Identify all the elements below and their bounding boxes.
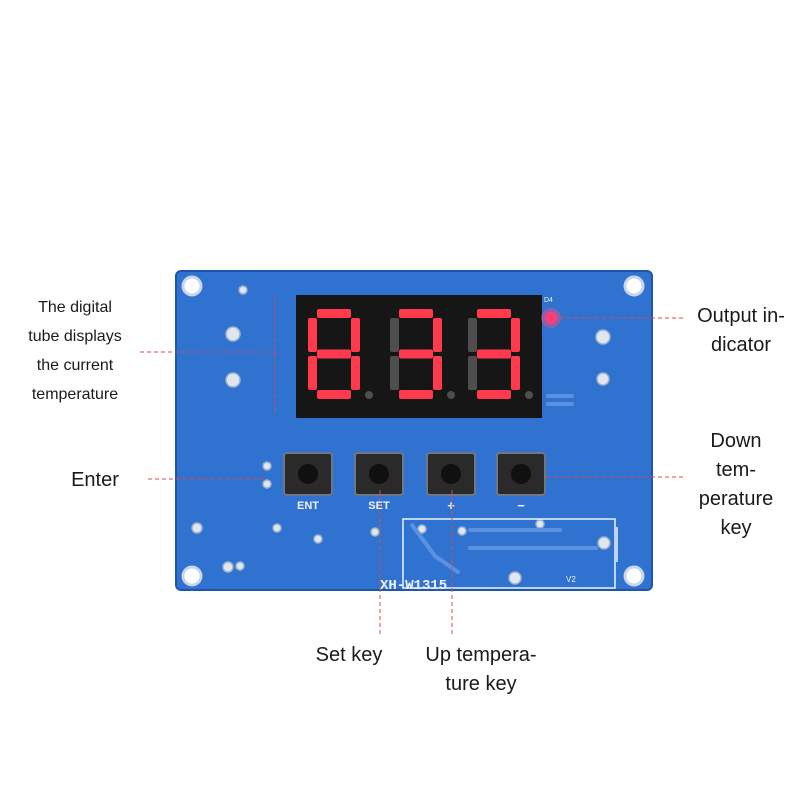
pcb-traces	[410, 394, 598, 574]
callout-enter: Enter	[71, 469, 119, 491]
segment-e	[390, 356, 399, 390]
segment-a	[477, 309, 511, 318]
mounting-holes	[181, 275, 645, 587]
mounting-hole	[623, 275, 645, 297]
pcb-trace	[410, 523, 460, 574]
segment-b	[433, 318, 442, 352]
ent-button-silk: ENT	[297, 500, 319, 512]
pcb-board: D4 ENT SET + −	[175, 270, 653, 594]
segment-c	[351, 356, 360, 390]
mounting-hole	[181, 565, 203, 587]
seven-segment-display	[296, 295, 542, 418]
v2-marking: V2	[566, 575, 576, 584]
callout-line-digital-tube	[140, 296, 276, 412]
segment-d	[477, 390, 511, 399]
set-button[interactable]: SET	[354, 452, 404, 512]
decimal-point	[525, 391, 533, 399]
segment-g	[477, 349, 511, 359]
callout-output-indicator: Output in- dicator	[697, 305, 785, 356]
solder-pad	[370, 527, 380, 537]
decimal-point	[447, 391, 455, 399]
solder-pads	[191, 285, 611, 585]
segment-f	[308, 318, 317, 352]
solder-pad	[535, 519, 545, 529]
display-digits	[308, 309, 533, 399]
solder-pad	[313, 534, 323, 544]
solder-pad	[597, 536, 611, 550]
solder-pad	[225, 326, 241, 342]
up-button-silk: +	[447, 498, 455, 513]
segment-d	[399, 390, 433, 399]
segment-b	[351, 318, 360, 352]
segment-e	[468, 356, 477, 390]
mounting-hole	[623, 565, 645, 587]
callout-set-key: Set key	[315, 644, 383, 666]
ent-button[interactable]: ENT	[283, 452, 333, 512]
tactile-buttons: ENT SET + −	[283, 452, 546, 513]
solder-pad	[457, 526, 467, 536]
solder-pad	[225, 372, 241, 388]
callout-up-key: Up tempera- ture key	[425, 644, 537, 695]
relay-silkscreen-outline	[402, 518, 616, 589]
segment-f	[390, 318, 399, 352]
segment-b	[511, 318, 520, 352]
solder-pad	[262, 479, 272, 489]
segment-f	[468, 318, 477, 352]
output-indicator-led: D4	[541, 297, 561, 328]
segment-a	[399, 309, 433, 318]
solder-pad	[417, 524, 427, 534]
callout-digital-tube: The digital tube displays the current te…	[28, 299, 122, 403]
model-marking: XH-W1315	[380, 578, 447, 594]
segment-g	[399, 349, 433, 359]
solder-pad	[595, 329, 611, 345]
callout-lines	[140, 296, 686, 636]
set-button-silk: SET	[368, 500, 390, 512]
led-body	[545, 312, 557, 324]
decimal-point	[365, 391, 373, 399]
down-button-silk: −	[517, 498, 525, 513]
segment-g	[317, 349, 351, 359]
segment-c	[433, 356, 442, 390]
up-button[interactable]: +	[426, 452, 476, 513]
solder-pad	[191, 522, 203, 534]
segment-a	[317, 309, 351, 318]
solder-pad	[262, 461, 272, 471]
solder-pad	[508, 571, 522, 585]
solder-pad	[596, 372, 610, 386]
mounting-hole	[181, 275, 203, 297]
solder-pad	[235, 561, 245, 571]
solder-pad	[222, 561, 234, 573]
solder-pad	[272, 523, 282, 533]
segment-c	[511, 356, 520, 390]
segment-e	[308, 356, 317, 390]
down-button[interactable]: −	[496, 452, 546, 513]
led-silk-label: D4	[544, 297, 553, 304]
pcb-trace	[546, 394, 574, 406]
callout-down-key: Down tem- perature key	[698, 430, 774, 539]
segment-d	[317, 390, 351, 399]
solder-pad	[238, 285, 248, 295]
